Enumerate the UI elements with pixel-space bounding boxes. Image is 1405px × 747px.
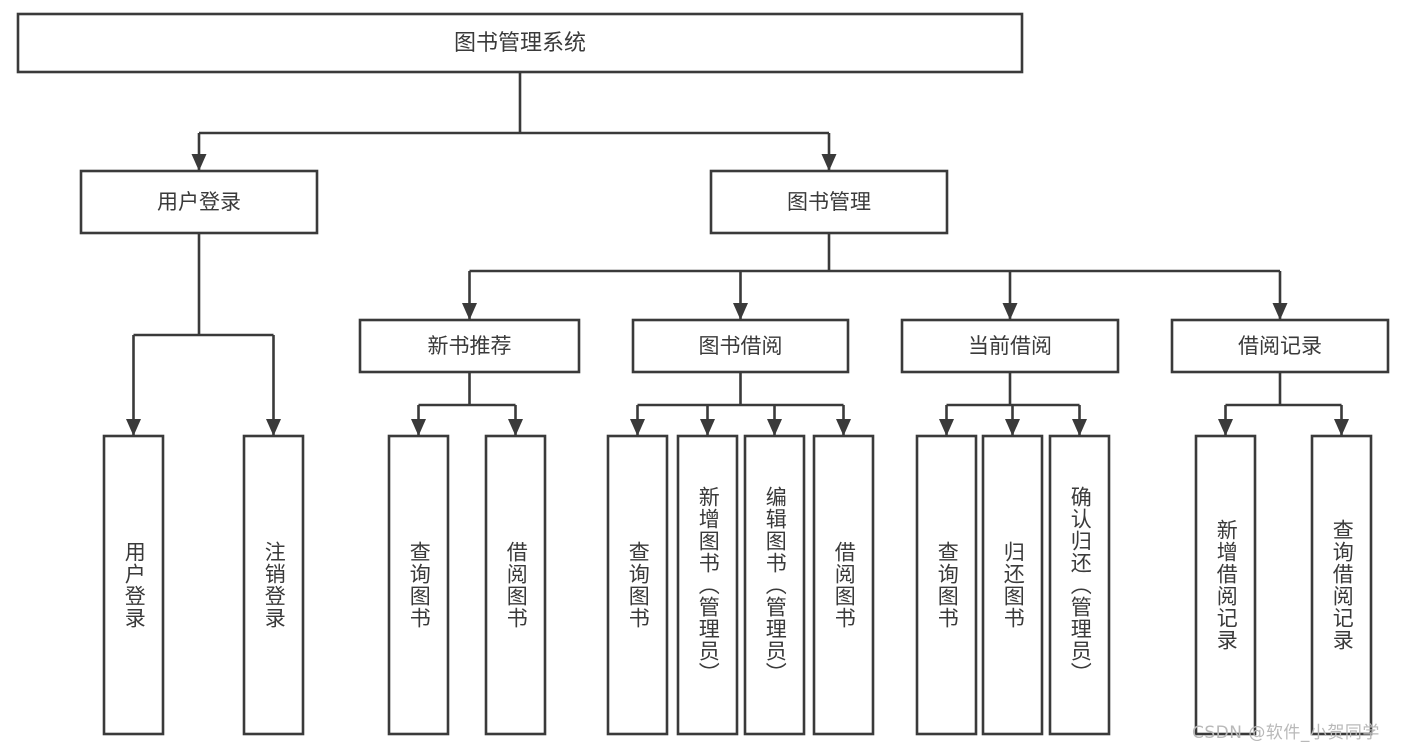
node-box-leaf-query-record[interactable] xyxy=(1310,434,1373,736)
node-box-leaf-edit-book[interactable] xyxy=(743,434,806,736)
node-box-leaf-query-book-rec[interactable] xyxy=(387,434,450,736)
node-box-book-manage[interactable] xyxy=(709,169,949,235)
arrow-head xyxy=(700,419,715,436)
node-label-current-borrow: 当前借阅 xyxy=(968,334,1052,358)
node-box-user-login[interactable] xyxy=(79,169,319,235)
arrow-head xyxy=(733,303,748,320)
node-box-leaf-return-book[interactable] xyxy=(981,434,1044,736)
node-label-root: 图书管理系统 xyxy=(454,31,586,56)
node-box-root[interactable] xyxy=(16,12,1024,74)
node-box-leaf-logout[interactable] xyxy=(242,434,305,736)
node-label-new-book-rec: 新书推荐 xyxy=(428,334,512,358)
arrow-head xyxy=(1334,419,1349,436)
arrow-head xyxy=(630,419,645,436)
node-box-borrow-record[interactable] xyxy=(1170,318,1390,374)
node-box-current-borrow[interactable] xyxy=(900,318,1120,374)
node-box-leaf-borrow-book-rec[interactable] xyxy=(484,434,547,736)
node-box-new-book-rec[interactable] xyxy=(358,318,581,374)
node-label-book-borrow: 图书借阅 xyxy=(699,334,783,358)
arrow-head xyxy=(126,419,141,436)
node-box-leaf-add-record[interactable] xyxy=(1194,434,1257,736)
arrow-head xyxy=(1072,419,1087,436)
arrow-head xyxy=(1002,303,1018,320)
node-box-leaf-query-book-cur[interactable] xyxy=(915,434,978,736)
arrow-head xyxy=(836,419,851,436)
arrow-head xyxy=(1218,419,1233,436)
node-box-book-borrow[interactable] xyxy=(631,318,850,374)
edges-layer xyxy=(126,72,1349,436)
arrow-head xyxy=(508,419,523,436)
arrow-head xyxy=(821,154,837,171)
arrow-head xyxy=(1272,303,1288,320)
node-label-book-manage: 图书管理 xyxy=(787,190,871,214)
arrow-head xyxy=(462,303,477,320)
node-label-user-login: 用户登录 xyxy=(157,190,241,214)
arrow-head xyxy=(191,154,207,171)
boxes-layer xyxy=(16,12,1390,736)
arrow-head xyxy=(767,419,782,436)
arrow-head xyxy=(266,419,281,436)
arrow-head xyxy=(939,419,954,436)
arrow-head xyxy=(1005,419,1020,436)
node-box-leaf-query-book[interactable] xyxy=(606,434,669,736)
node-box-leaf-add-book[interactable] xyxy=(676,434,739,736)
watermark-credit: CSDN @软件_小贺同学 xyxy=(1192,723,1380,743)
node-box-leaf-confirm-return[interactable] xyxy=(1048,434,1111,736)
node-box-leaf-borrow-book[interactable] xyxy=(812,434,875,736)
arrow-head xyxy=(411,419,426,436)
node-box-leaf-user-login[interactable] xyxy=(102,434,165,736)
node-label-borrow-record: 借阅记录 xyxy=(1238,334,1322,358)
